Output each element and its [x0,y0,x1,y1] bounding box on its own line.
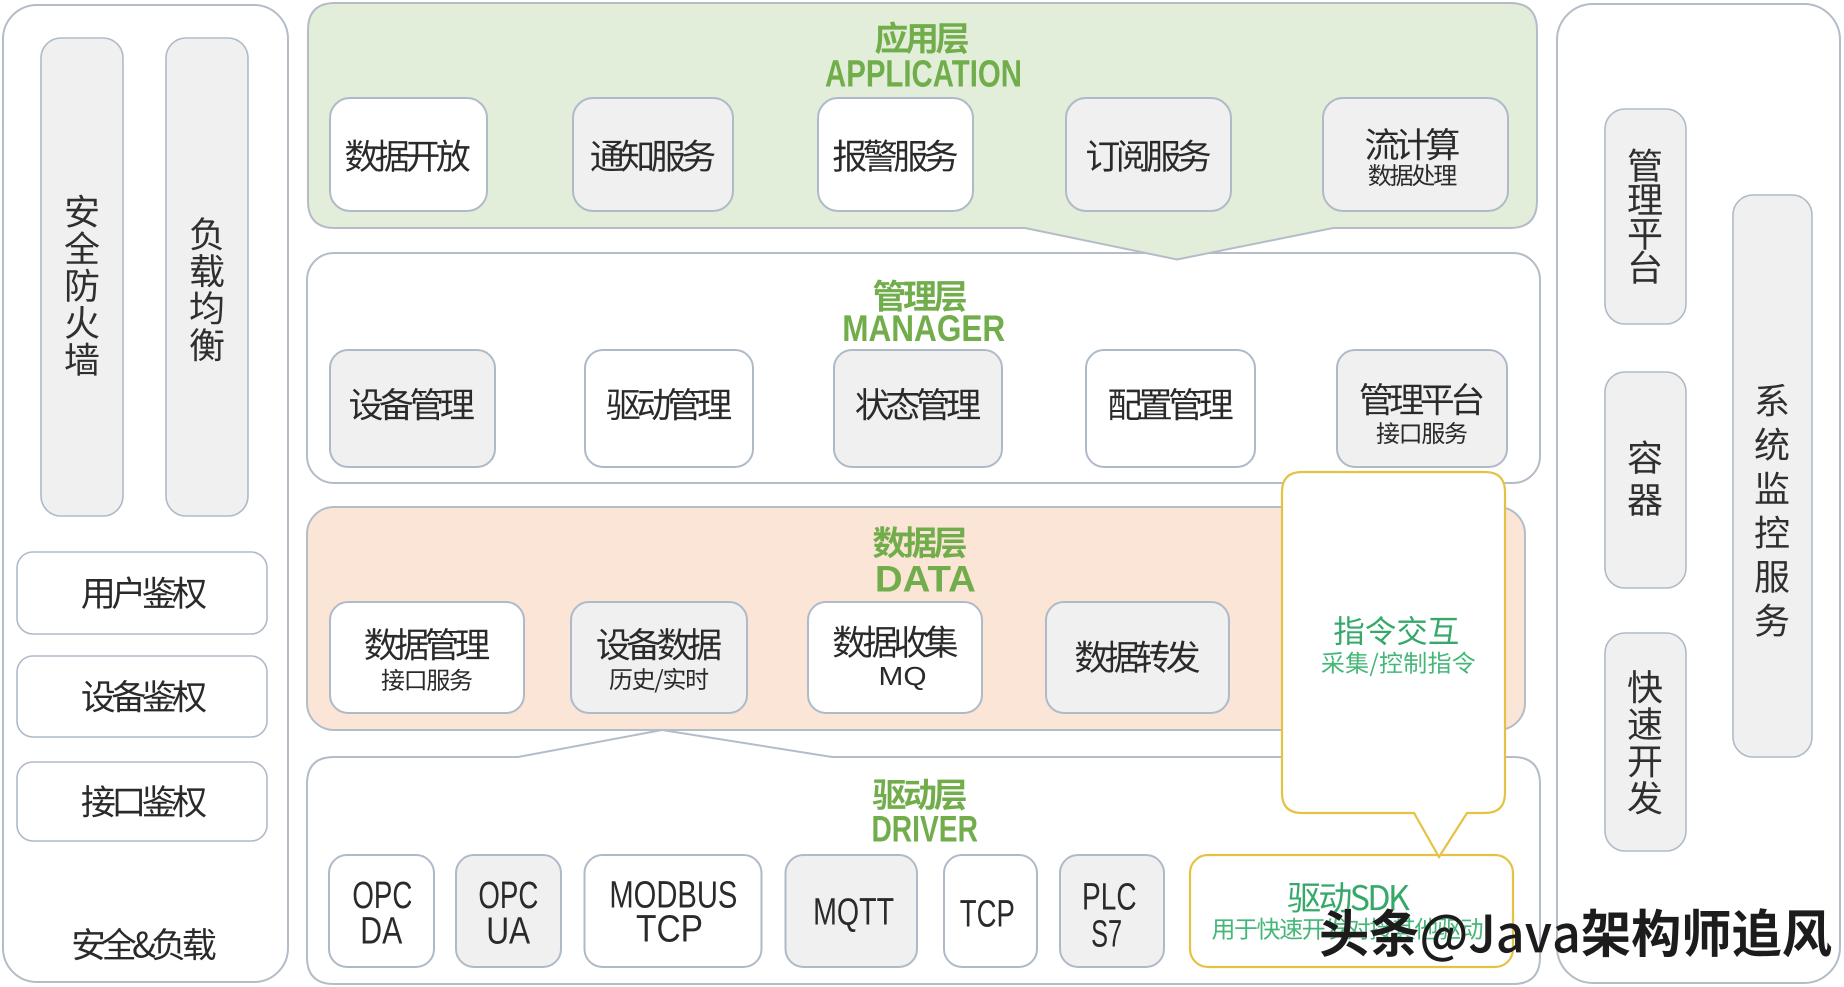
svg-text:DA: DA [360,911,403,953]
svg-text:TCP: TCP [960,894,1015,936]
svg-text:MQ: MQ [879,661,927,691]
svg-text:DRIVER: DRIVER [871,808,978,850]
svg-text:OPC: OPC [352,875,412,917]
svg-text:APPLICATION: APPLICATION [825,53,1022,95]
svg-text:MANAGER: MANAGER [842,308,1005,349]
svg-text:OPC: OPC [478,875,538,917]
svg-text:UA: UA [486,911,531,953]
svg-text:MODBUS: MODBUS [609,875,737,917]
svg-text:MQTT: MQTT [813,892,894,934]
svg-text:DATA: DATA [875,558,976,600]
svg-text:PLC: PLC [1082,877,1137,919]
svg-text:S7: S7 [1091,913,1122,955]
svg-text:TCP: TCP [636,909,703,951]
